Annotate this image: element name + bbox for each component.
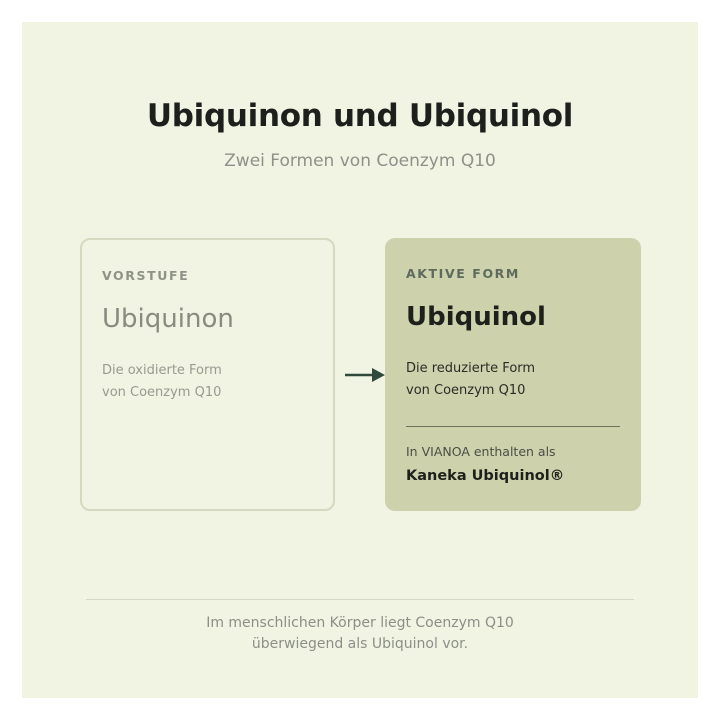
card-divider bbox=[406, 426, 620, 427]
footer-line: Im menschlichen Körper liegt Coenzym Q10 bbox=[206, 615, 514, 631]
ubiquinon-card: VORSTUFE Ubiquinon Die oxidierte Form vo… bbox=[80, 238, 335, 511]
card-name-ubiquinon: Ubiquinon bbox=[102, 304, 234, 334]
footer-divider bbox=[86, 599, 634, 600]
card-tag-aktive-form: AKTIVE FORM bbox=[406, 266, 520, 281]
product-note: In VIANOA enthalten als bbox=[406, 444, 556, 459]
card-description-ubiquinol: Die reduzierte Form von Coenzym Q10 bbox=[406, 358, 621, 402]
page-subtitle: Zwei Formen von Coenzym Q10 bbox=[224, 151, 496, 171]
footer-text: Im menschlichen Körper liegt Coenzym Q10… bbox=[22, 613, 698, 655]
card-tag-vorstufe: VORSTUFE bbox=[102, 268, 190, 283]
infographic-canvas: Ubiquinon und Ubiquinol Zwei Formen von … bbox=[22, 22, 698, 698]
card-description-ubiquinon: Die oxidierte Form von Coenzym Q10 bbox=[102, 360, 317, 404]
ubiquinol-card: AKTIVE FORM Ubiquinol Die reduzierte For… bbox=[385, 238, 641, 511]
footer-line: überwiegend als Ubiquinol vor. bbox=[251, 636, 469, 652]
description-line: von Coenzym Q10 bbox=[406, 383, 526, 398]
description-line: Die oxidierte Form bbox=[102, 363, 222, 378]
arrow-right-icon bbox=[345, 368, 385, 382]
description-line: Die reduzierte Form bbox=[406, 361, 536, 376]
page-title: Ubiquinon und Ubiquinol bbox=[146, 98, 574, 134]
card-name-ubiquinol: Ubiquinol bbox=[406, 302, 546, 332]
description-line: von Coenzym Q10 bbox=[102, 385, 222, 400]
product-name: Kaneka Ubiquinol® bbox=[406, 468, 565, 484]
